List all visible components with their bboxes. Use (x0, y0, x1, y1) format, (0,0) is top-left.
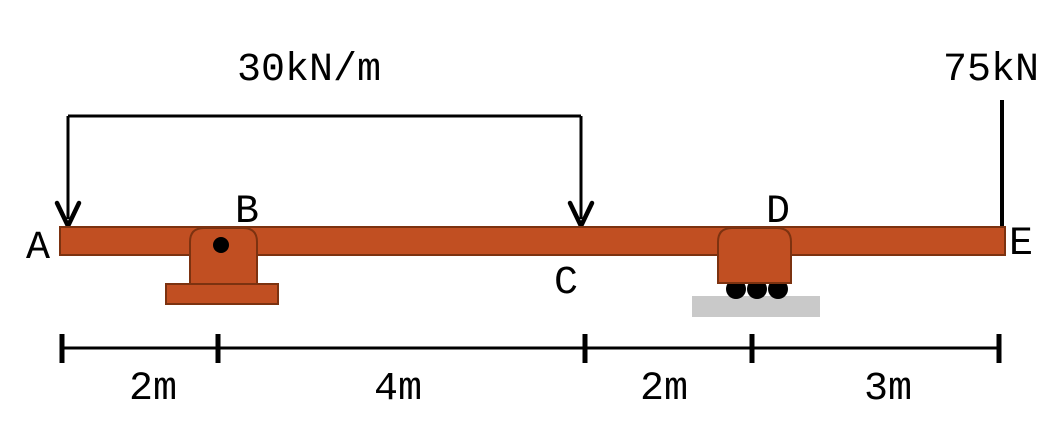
pin-dot-icon (213, 237, 229, 253)
roller-support-pedestal (717, 227, 792, 284)
node-label-b: B (234, 190, 260, 235)
node-label-c: C (553, 261, 579, 306)
distributed-load-label: 30kN/m (236, 48, 382, 93)
point-load-label: 75kN (942, 48, 1040, 93)
node-label-a: A (25, 226, 51, 271)
dimension-label: 4m (373, 367, 423, 412)
node-label-e: E (1008, 222, 1034, 267)
dimension-label: 2m (639, 367, 689, 412)
dimension-label: 3m (863, 367, 913, 412)
pin-support-base (165, 283, 279, 305)
dimension-label: 2m (128, 367, 178, 412)
node-label-d: D (765, 190, 791, 235)
pin-support-pedestal (189, 227, 258, 285)
ground (692, 296, 820, 317)
